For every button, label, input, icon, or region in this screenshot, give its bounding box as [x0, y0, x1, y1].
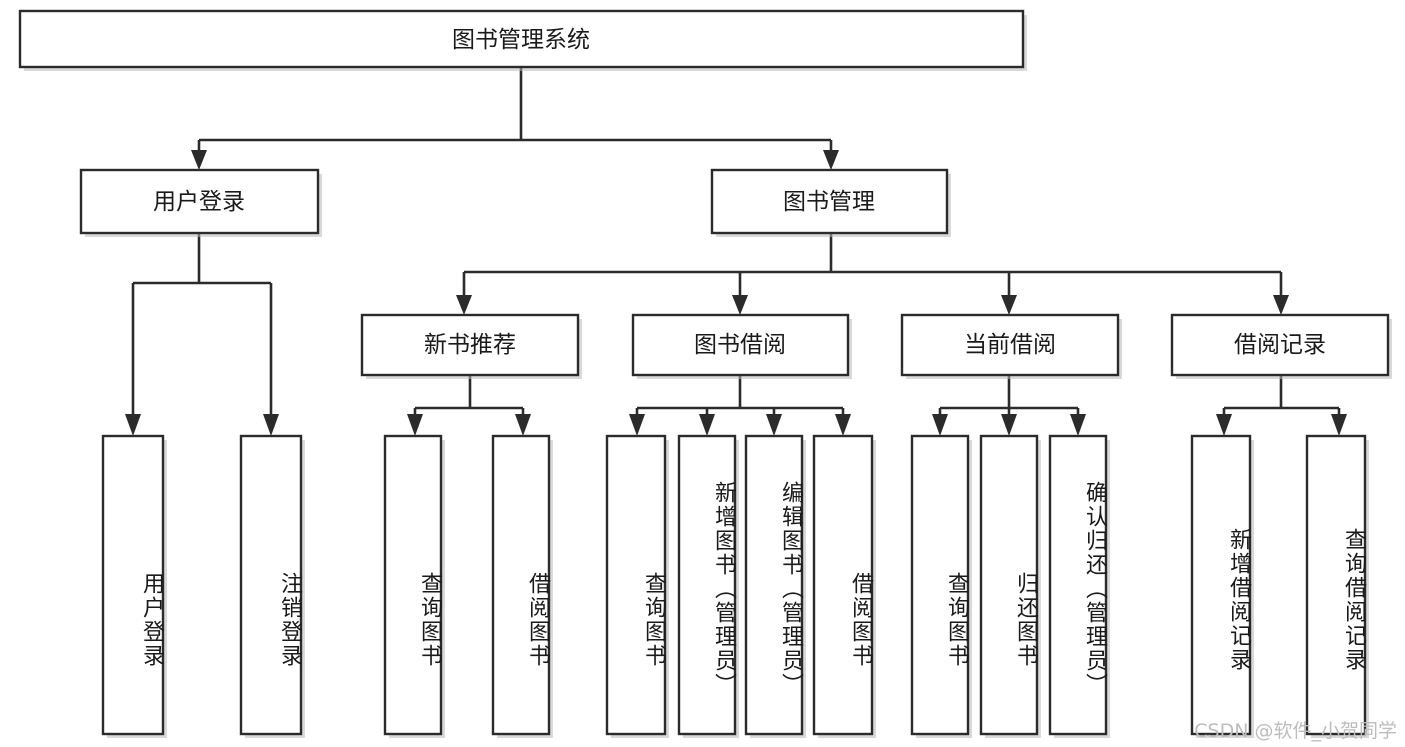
node-leaf-query-record[interactable]	[1305, 434, 1367, 736]
node-borrow-record[interactable]	[1170, 313, 1390, 377]
node-leaf-confirm-return[interactable]	[1048, 434, 1108, 736]
arrow-leaf-return-book	[1001, 414, 1017, 436]
arrow-leaf-edit-book	[766, 414, 782, 436]
label-book-borrow: 图书借阅	[694, 332, 786, 358]
node-book-management[interactable]	[710, 168, 949, 235]
arrow-leaf-user-login	[125, 414, 141, 436]
label-book-management: 图书管理	[783, 189, 875, 215]
node-new-book-recommend[interactable]	[360, 313, 580, 377]
node-leaf-borrow-book-1[interactable]	[491, 434, 551, 736]
label-user-login: 用户登录	[153, 189, 245, 215]
arrow-leaf-query-book-1	[407, 414, 423, 436]
arrow-leaf-query-book-2	[629, 414, 645, 436]
arrow-leaf-add-book	[699, 414, 715, 436]
arrow-to-user-login	[191, 150, 207, 170]
node-leaf-query-book-2[interactable]	[605, 434, 667, 736]
node-leaf-edit-book[interactable]	[744, 434, 804, 736]
label-current-borrow: 当前借阅	[964, 332, 1056, 358]
arrow-leaf-query-book-3	[932, 414, 948, 436]
arrow-leaf-query-record	[1331, 414, 1347, 436]
label-borrow-record: 借阅记录	[1234, 332, 1326, 358]
root-node-label: 图书管理系统	[452, 27, 590, 53]
node-leaf-add-record[interactable]	[1190, 434, 1252, 736]
node-leaf-logout-login[interactable]	[239, 434, 303, 736]
node-leaf-return-book[interactable]	[979, 434, 1039, 736]
root-node-box[interactable]	[18, 9, 1025, 69]
arrow-leaf-confirm-return	[1070, 414, 1086, 436]
connectors-layer	[125, 67, 1347, 436]
node-leaf-query-book-1[interactable]	[383, 434, 443, 736]
label-new-book-recommend: 新书推荐	[424, 332, 516, 358]
arrow-to-book-management	[823, 150, 839, 170]
node-book-borrow[interactable]	[631, 313, 850, 377]
nodes-layer: 图书管理系统 用户登录 图书管理 新书推荐 图书借阅 当前借阅 借阅记录	[18, 9, 1392, 738]
node-leaf-user-login[interactable]	[101, 434, 165, 736]
node-current-borrow[interactable]	[900, 313, 1120, 377]
node-leaf-add-book[interactable]	[677, 434, 737, 736]
node-leaf-borrow-book-2[interactable]	[812, 434, 874, 736]
arrow-leaf-borrow-book-1	[515, 414, 531, 436]
node-user-login[interactable]	[79, 168, 320, 235]
arrow-leaf-logout-login	[263, 414, 279, 436]
arrow-to-new-book-recommend	[456, 295, 472, 315]
arrow-to-book-borrow	[732, 295, 748, 315]
arrow-to-current-borrow	[1001, 295, 1017, 315]
arrow-to-borrow-record	[1273, 295, 1289, 315]
arrow-leaf-borrow-book-2	[835, 414, 851, 436]
arrow-leaf-add-record	[1216, 414, 1232, 436]
node-leaf-query-book-3[interactable]	[910, 434, 970, 736]
